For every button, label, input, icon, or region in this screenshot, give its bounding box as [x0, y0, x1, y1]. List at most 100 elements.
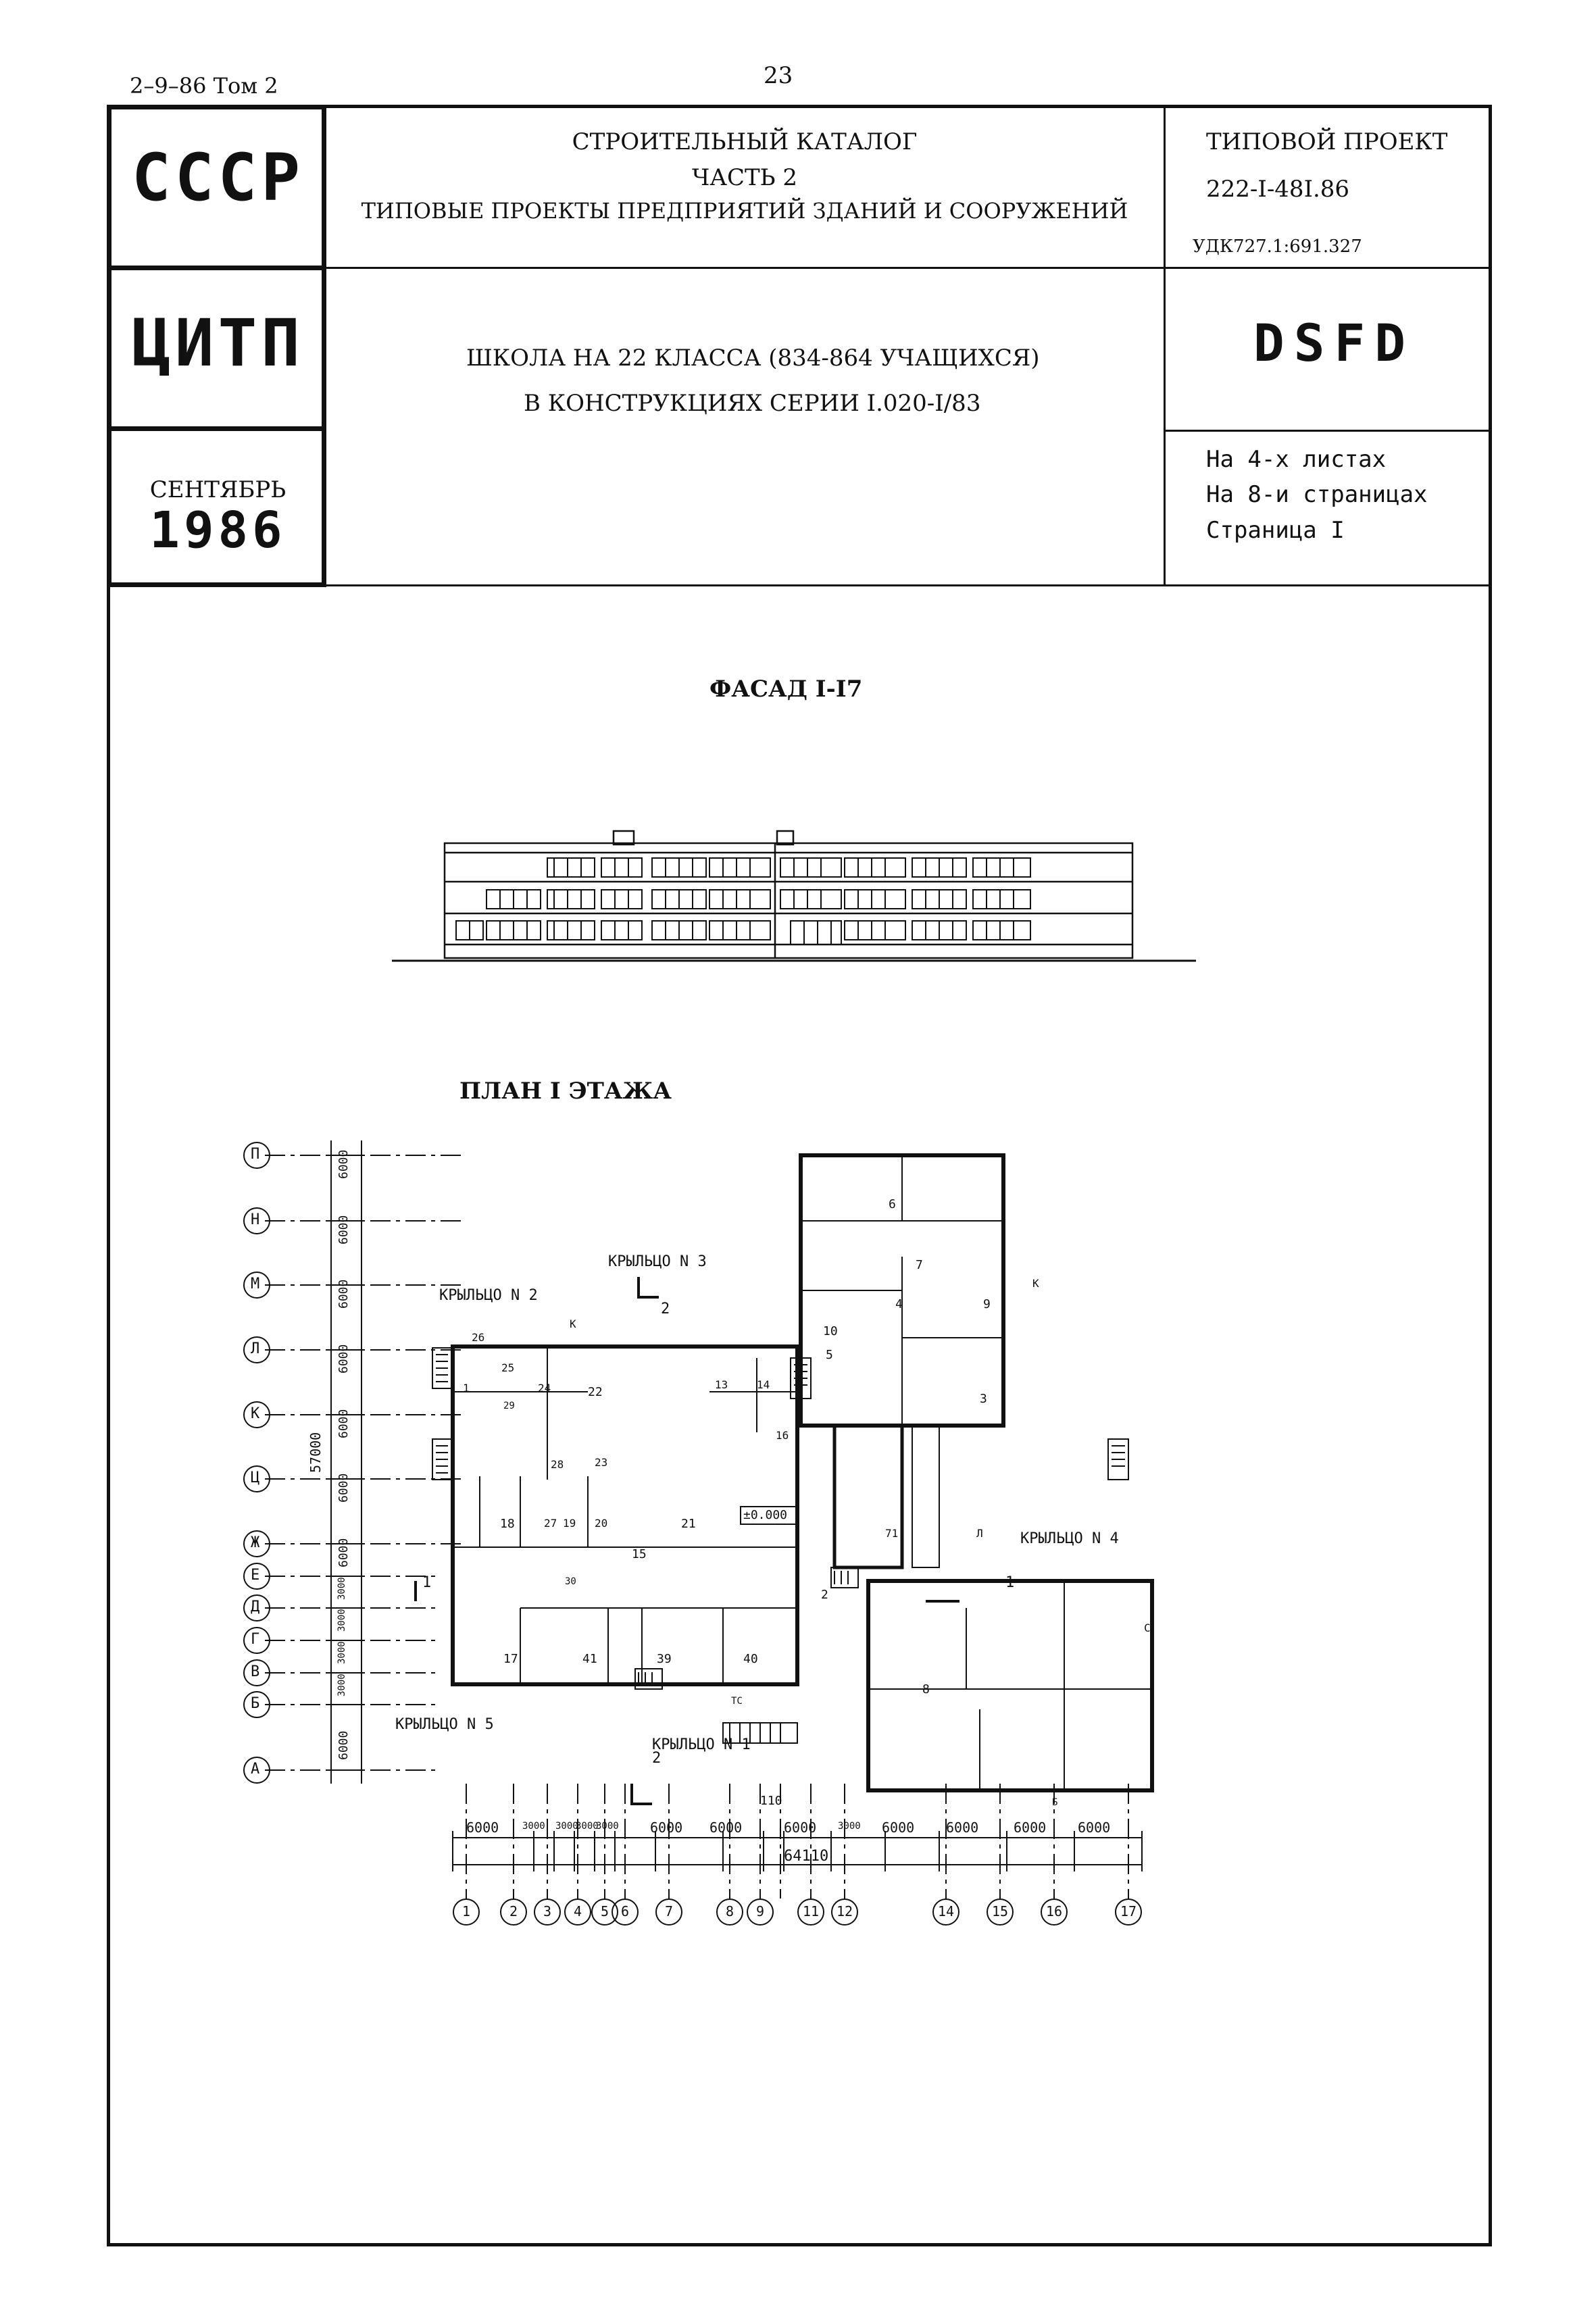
title-line-2: В КОНСТРУКЦИЯХ СЕРИИ I.020-I/83 — [524, 390, 981, 417]
room-number: 19 — [563, 1517, 576, 1530]
project-number: 222-I-48I.86 — [1206, 176, 1350, 203]
row-dimension: 6000 — [336, 1409, 351, 1438]
room-number: 4 — [895, 1297, 903, 1311]
row-dimension: 6000 — [336, 1344, 351, 1374]
room-number: 7 — [916, 1258, 923, 1272]
catalog-line-3: ТИПОВЫЕ ПРОЕКТЫ ПРЕДПРИЯТИЙ ЗДАНИЙ И СОО… — [361, 198, 1128, 224]
room-number: 6 — [889, 1197, 896, 1211]
column-axis-label: 4 — [573, 1903, 582, 1919]
document-code: DSFD — [1253, 313, 1416, 373]
row-axis-label: П — [251, 1146, 260, 1163]
column-dimension: 6000 — [650, 1819, 683, 1836]
header-divider-right — [1164, 105, 1166, 586]
column-axis-label: 14 — [937, 1903, 955, 1919]
exit-tag: Л — [976, 1527, 983, 1540]
column-dimension: 6000 — [709, 1819, 743, 1836]
document-reference: 2–9–86 Том 2 — [130, 73, 278, 99]
section-mark: 1 — [422, 1574, 432, 1591]
plan-title: ПЛАН I ЭТАЖА — [459, 1078, 672, 1105]
row-dimension: 6000 — [336, 1473, 351, 1503]
porch-label-3: КРЫЛЬЦО N 3 — [608, 1253, 707, 1270]
row-dimension: 6000 — [336, 1149, 351, 1179]
section-mark: 2 — [652, 1750, 662, 1767]
row-dimension: 6000 — [336, 1279, 351, 1309]
row-axis-label: Л — [251, 1340, 260, 1357]
room-number: 15 — [632, 1547, 647, 1561]
row-axis-label: Г — [251, 1631, 260, 1648]
room-number: 9 — [983, 1297, 991, 1311]
room-number: 1 — [463, 1382, 470, 1394]
room-number: 41 — [582, 1652, 597, 1666]
room-number: 39 — [657, 1652, 672, 1666]
page-frame — [107, 105, 1492, 2246]
column-dimension: 6000 — [882, 1819, 915, 1836]
room-number: 10 — [823, 1324, 838, 1338]
project-label: ТИПОВОЙ ПРОЕКТ — [1206, 128, 1448, 155]
sheets-count: На 4-х листах — [1206, 446, 1387, 473]
small-dimension: 110 — [760, 1794, 782, 1808]
column-axis-label: 7 — [664, 1903, 674, 1919]
row-dimension: 6000 — [336, 1730, 351, 1760]
room-number: 71 — [885, 1527, 899, 1540]
column-dimension: 3000 — [576, 1821, 599, 1832]
column-dimension: 6000 — [946, 1819, 979, 1836]
porch-label-5: КРЫЛЬЦО N 5 — [395, 1716, 494, 1733]
column-axis-label: 12 — [836, 1903, 853, 1919]
column-axis-label: 8 — [725, 1903, 734, 1919]
room-number: 40 — [743, 1652, 758, 1666]
year-label: 1986 — [149, 501, 286, 559]
floor-plan — [243, 1140, 1154, 1926]
title-line-1: ШКОЛА НА 22 КЛАССА (834-864 УЧАЩИХСЯ) — [466, 345, 1040, 372]
pages-count: На 8-и страницах — [1206, 481, 1428, 508]
column-dimension: 3000 — [555, 1821, 578, 1832]
room-number: 5 — [826, 1348, 833, 1362]
row-dimension: 3000 — [336, 1609, 347, 1632]
room-number: 28 — [551, 1458, 564, 1471]
column-dimension: 6000 — [466, 1819, 499, 1836]
porch-label-4: КРЫЛЬЦО N 4 — [1020, 1530, 1119, 1547]
column-axis-label: 11 — [802, 1903, 820, 1919]
column-axis-label: 17 — [1120, 1903, 1137, 1919]
row-axis-label: Н — [251, 1211, 260, 1228]
column-axis-label: 6 — [620, 1903, 630, 1919]
section-mark: 1 — [1005, 1574, 1015, 1591]
exit-tag: К — [1032, 1277, 1039, 1290]
row-dimension: 6000 — [336, 1215, 351, 1244]
room-number: 25 — [501, 1361, 515, 1374]
column-axis-label: 2 — [509, 1903, 518, 1919]
column-axis-label: 15 — [991, 1903, 1009, 1919]
total-height-dimension: 57000 — [307, 1432, 324, 1473]
room-number: 27 — [544, 1517, 557, 1530]
column-dimension: 3000 — [596, 1821, 619, 1832]
room-number: 18 — [500, 1517, 515, 1531]
row-axis-label: М — [251, 1276, 260, 1292]
column-axis-label: 9 — [755, 1903, 765, 1919]
date-stamp — [107, 426, 326, 587]
exit-tag: С — [1144, 1621, 1151, 1634]
row-axis-label: А — [251, 1761, 260, 1778]
room-number: 13 — [715, 1378, 728, 1391]
row-dimension: 3000 — [336, 1674, 347, 1696]
page-index: Страница I — [1206, 517, 1345, 544]
column-axis-label: 5 — [600, 1903, 609, 1919]
room-number: 22 — [588, 1385, 603, 1399]
row-dimension: 6000 — [336, 1538, 351, 1567]
room-number: 26 — [472, 1331, 485, 1344]
header-bottom-line — [107, 584, 1492, 586]
room-number: 29 — [503, 1401, 515, 1411]
level-mark: ±0.000 — [743, 1508, 788, 1522]
room-number: 16 — [776, 1429, 789, 1442]
column-dimension: 3000 — [522, 1821, 545, 1832]
page-number: 23 — [764, 62, 793, 89]
room-number: 8 — [922, 1682, 930, 1696]
column-dimension: 6000 — [1078, 1819, 1111, 1836]
column-dimension: 6000 — [1014, 1819, 1047, 1836]
catalog-line-2: ЧАСТЬ 2 — [691, 164, 798, 191]
citp-label: ЦИТП — [131, 305, 305, 381]
room-number: 24 — [538, 1382, 551, 1394]
room-number: 2 — [821, 1588, 828, 1602]
section-mark: 2 — [661, 1301, 670, 1317]
column-axis-label: 3 — [543, 1903, 552, 1919]
header-right-line — [1164, 430, 1492, 432]
exit-tag: ТС — [731, 1696, 743, 1707]
